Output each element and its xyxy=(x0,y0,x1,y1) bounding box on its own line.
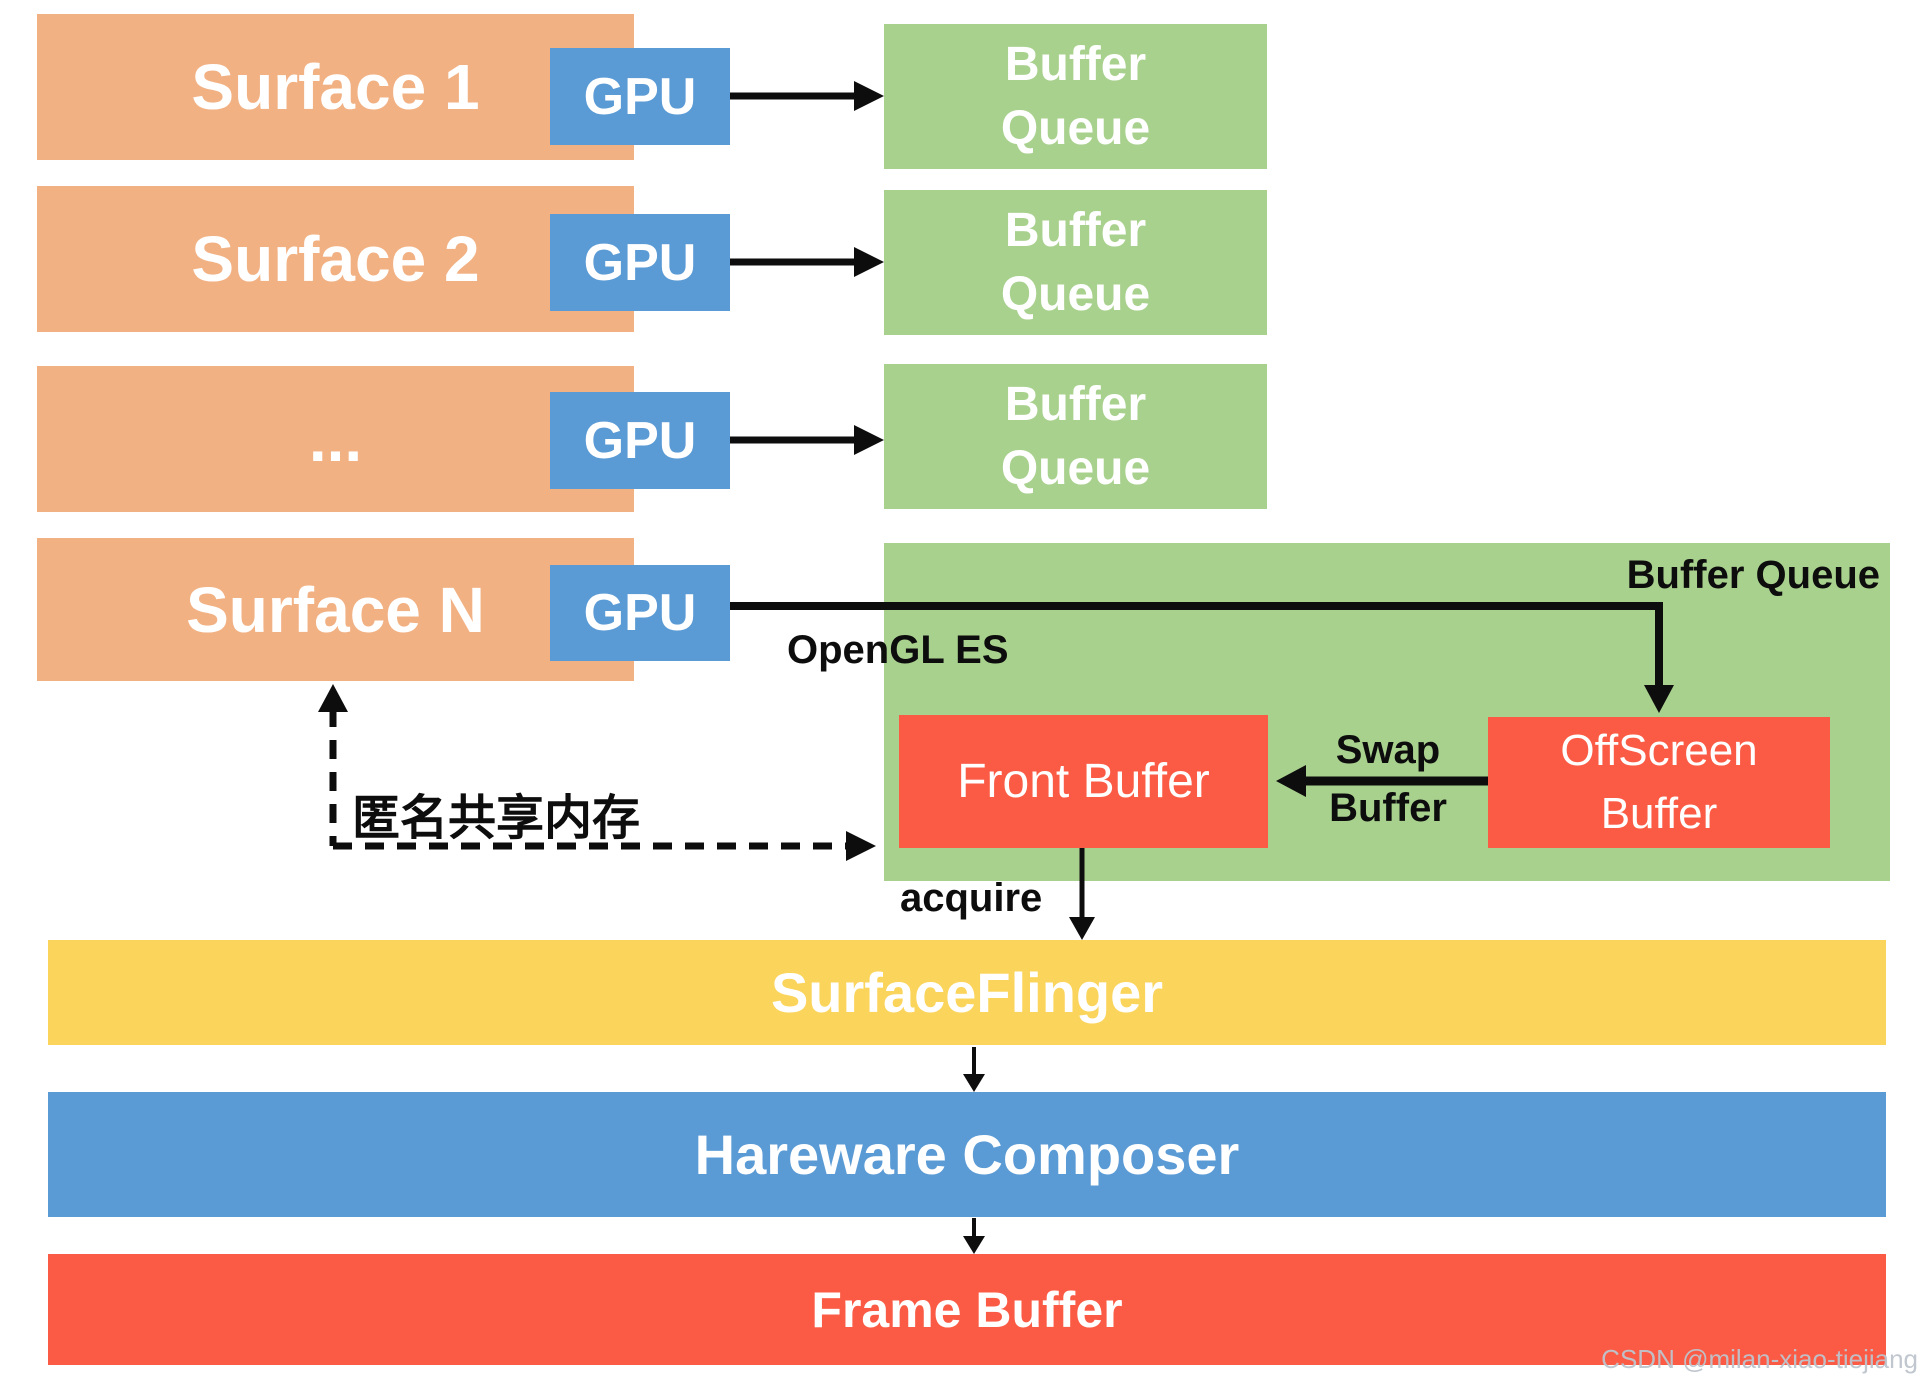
hardware-composer-bar: Hareware Composer xyxy=(48,1092,1886,1217)
acquire-label: acquire xyxy=(900,876,1043,920)
surfaceflinger-label: SurfaceFlinger xyxy=(770,961,1164,1024)
arrow-composer-to-framebuffer xyxy=(963,1218,985,1254)
gpu-1-box: GPU xyxy=(550,48,730,145)
frame-buffer-bar: Frame Buffer xyxy=(48,1254,1886,1365)
surface-2-box: Surface 2 xyxy=(37,186,634,332)
buffer-queue-2-box: Buffer Queue xyxy=(884,190,1267,335)
surface-2-label: Surface 2 xyxy=(191,223,480,295)
gpu-2-box: GPU xyxy=(550,214,730,311)
arrow-gpu1-to-queue1 xyxy=(730,81,884,111)
hardware-composer-label: Hareware Composer xyxy=(694,1123,1240,1186)
offscreen-buffer-line1: OffScreen xyxy=(1560,726,1758,776)
opengl-es-label: OpenGL ES xyxy=(787,628,1009,672)
gpu-1-label: GPU xyxy=(583,67,697,126)
buffer-queue-3-line2: Queue xyxy=(1000,441,1151,495)
anonymous-shared-memory-label: 匿名共享内存 xyxy=(352,790,641,846)
arrow-surfaceflinger-to-composer xyxy=(963,1047,985,1092)
buffer-queue-1-box: Buffer Queue xyxy=(884,24,1267,169)
arrow-gpu2-to-queue2 xyxy=(730,247,884,277)
offscreen-buffer-box: OffScreen Buffer xyxy=(1488,717,1830,848)
swap-buffer-label-line1: Swap xyxy=(1335,728,1441,772)
buffer-queue-1-line2: Queue xyxy=(1000,101,1151,155)
buffer-queue-3-line1: Buffer xyxy=(1004,378,1147,432)
offscreen-buffer-line2: Buffer xyxy=(1600,788,1718,838)
front-buffer-box: Front Buffer xyxy=(899,715,1268,848)
surface-1-box: Surface 1 xyxy=(37,14,634,160)
buffer-queue-1-line1: Buffer xyxy=(1004,38,1147,92)
front-buffer-label: Front Buffer xyxy=(957,755,1210,808)
buffer-queue-2-line1: Buffer xyxy=(1004,204,1147,258)
surface-n-label: Surface N xyxy=(186,573,485,646)
surface-ellipsis-box: ... xyxy=(37,366,634,512)
frame-buffer-label: Frame Buffer xyxy=(811,1281,1123,1338)
surface-ellipsis-label: ... xyxy=(308,403,363,475)
surface-n-box: Surface N xyxy=(37,538,634,681)
buffer-queue-panel-title: Buffer Queue xyxy=(1626,553,1880,597)
gpu-2-label: GPU xyxy=(583,233,697,292)
gpu-3-label: GPU xyxy=(583,411,697,470)
gpu-n-box: GPU xyxy=(550,565,730,661)
gpu-3-box: GPU xyxy=(550,392,730,489)
gpu-n-label: GPU xyxy=(583,584,697,642)
swap-buffer-label-line2: Buffer xyxy=(1329,786,1447,830)
csdn-watermark: CSDN @milan-xiao-tiejiang xyxy=(1601,1344,1918,1374)
surfaceflinger-bar: SurfaceFlinger xyxy=(48,940,1886,1045)
arrow-gpu3-to-queue3 xyxy=(730,425,884,455)
surface-1-label: Surface 1 xyxy=(191,51,480,123)
buffer-queue-3-box: Buffer Queue xyxy=(884,364,1267,509)
buffer-queue-2-line2: Queue xyxy=(1000,267,1151,321)
